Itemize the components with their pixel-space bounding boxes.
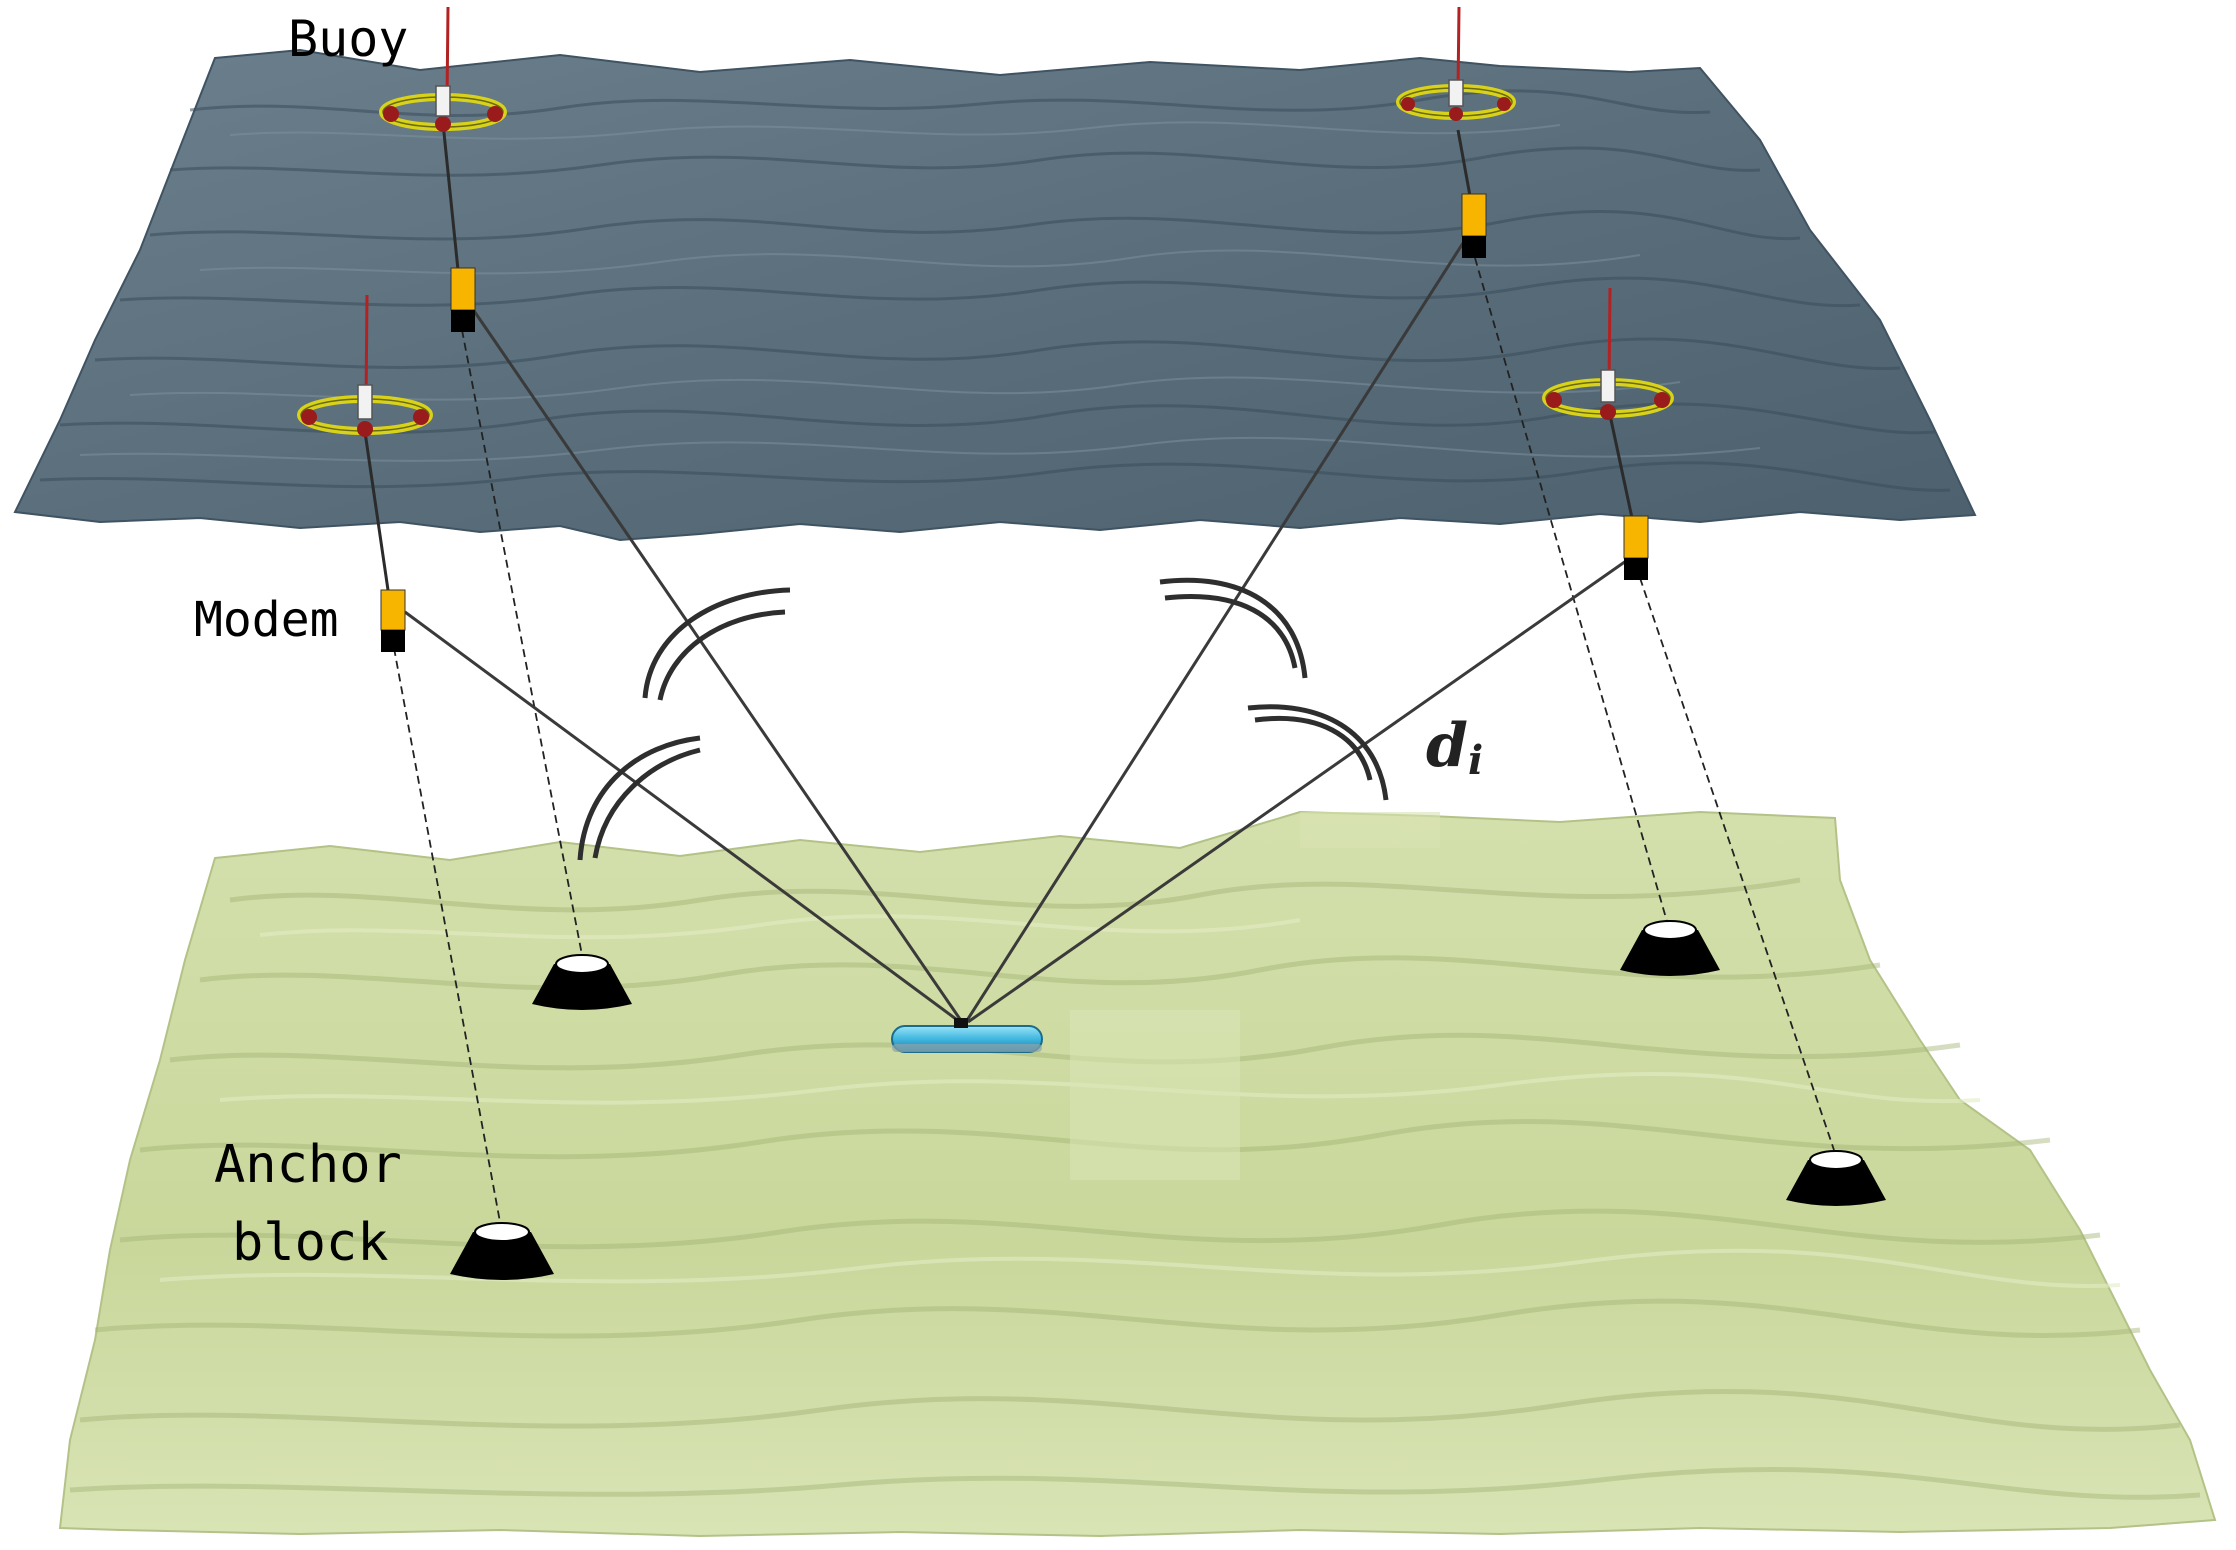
distance-subscript: i: [1468, 737, 1483, 784]
modem-label: Modem: [194, 592, 339, 648]
buoy-top-right: [1396, 6, 1516, 121]
buoy-top-left: [379, 6, 507, 132]
anchor-block-icon: [1620, 920, 1720, 976]
mooring-lines: [393, 257, 1835, 1223]
distance-symbol: d: [1426, 711, 1468, 781]
acoustic-wave-icon: [577, 577, 1389, 861]
modem-icon: [1623, 515, 1649, 580]
buoy-mid-right: [1542, 287, 1674, 420]
modem-icon: [380, 589, 406, 652]
anchor-block-icon: [1786, 1150, 1886, 1206]
buoy-tethers: [363, 122, 1634, 591]
sea-surface: [13, 48, 1977, 542]
modem-icon: [1461, 193, 1487, 258]
anchor-label-line1: Anchor: [214, 1135, 402, 1195]
modem-icon: [450, 267, 476, 332]
anchor-label-line2: block: [232, 1213, 389, 1273]
acoustic-range-lines: [404, 231, 1637, 1024]
anchor-block-icon: [450, 1222, 554, 1280]
anchor-block-icon: [532, 954, 632, 1010]
buoy-label: Buoy: [288, 10, 408, 68]
distance-label: di: [1426, 711, 1483, 784]
buoy-mid-left: [297, 294, 433, 437]
underwater-vehicle-icon: [891, 1018, 1043, 1053]
